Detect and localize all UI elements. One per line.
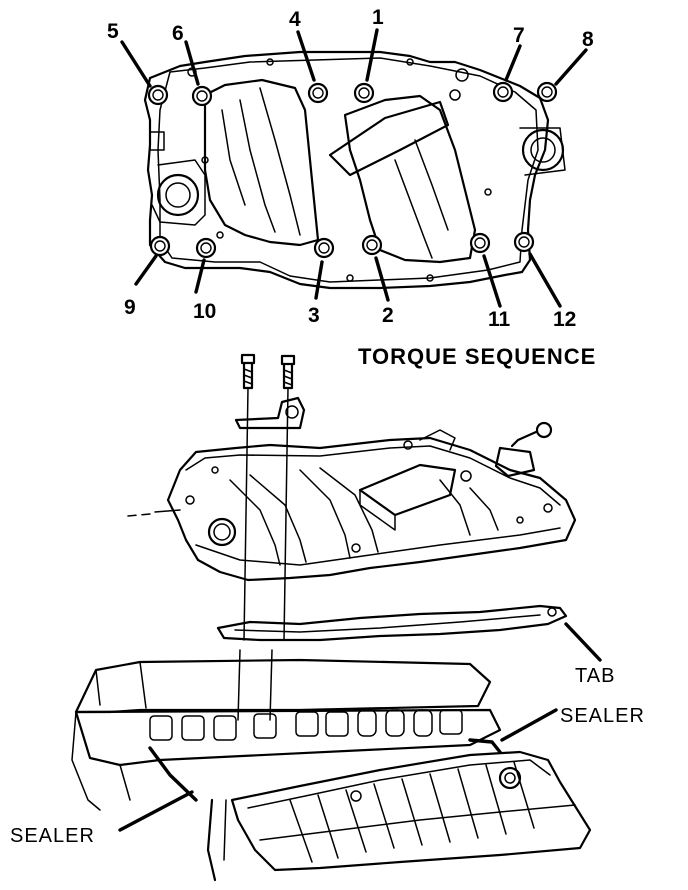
bolt-right xyxy=(280,354,296,390)
valve-cover xyxy=(230,750,592,872)
sequence-number-7: 7 xyxy=(513,24,525,47)
tab-label: TAB xyxy=(575,665,615,687)
bolt-left xyxy=(240,353,256,390)
bolt-hole-10 xyxy=(195,237,217,259)
bolt-hole-2 xyxy=(361,234,383,256)
sequence-number-9: 9 xyxy=(124,296,136,319)
exploded-view: TAB xyxy=(10,353,645,882)
bracket xyxy=(234,396,306,430)
manifold-top-view: 1 2 3 4 5 6 7 8 9 10 11 12 TORQUE SEQUEN… xyxy=(107,6,596,369)
sequence-arrows xyxy=(120,28,588,308)
sealer-left-label: SEALER xyxy=(10,825,95,847)
sequence-number-4: 4 xyxy=(289,8,301,31)
sealer-right-leader xyxy=(500,708,558,742)
bolt-hole-9 xyxy=(149,235,171,257)
bolt-hole-5 xyxy=(147,84,169,106)
engine-block xyxy=(71,658,502,882)
sealer-bead-left xyxy=(148,746,198,802)
bolt-hole-4 xyxy=(307,82,329,104)
bolt-hole-8 xyxy=(536,81,558,103)
gasket-strip xyxy=(216,604,568,642)
sequence-number-11: 11 xyxy=(488,308,511,331)
sequence-number-6: 6 xyxy=(172,22,184,45)
bolt-hole-3 xyxy=(313,237,335,259)
sequence-number-1: 1 xyxy=(372,6,384,29)
torque-sequence-title: TORQUE SEQUENCE xyxy=(358,344,596,369)
sealer-left-leader xyxy=(118,790,194,832)
bolt-hole-11 xyxy=(469,232,491,254)
sequence-number-8: 8 xyxy=(582,28,594,51)
bolt-hole-12 xyxy=(513,231,535,253)
sealer-bead-right xyxy=(468,738,502,754)
bolt-hole-1 xyxy=(353,82,375,104)
sequence-number-12: 12 xyxy=(553,308,576,331)
sequence-number-3: 3 xyxy=(308,304,320,327)
sealer-right-label: SEALER xyxy=(560,705,645,727)
sequence-number-5: 5 xyxy=(107,20,119,43)
intake-manifold xyxy=(154,429,577,582)
bolt-hole-7 xyxy=(492,81,514,103)
sequence-number-10: 10 xyxy=(193,300,216,323)
sequence-number-2: 2 xyxy=(382,304,394,327)
bolt-hole-6 xyxy=(191,85,213,107)
tab-leader xyxy=(564,622,602,662)
